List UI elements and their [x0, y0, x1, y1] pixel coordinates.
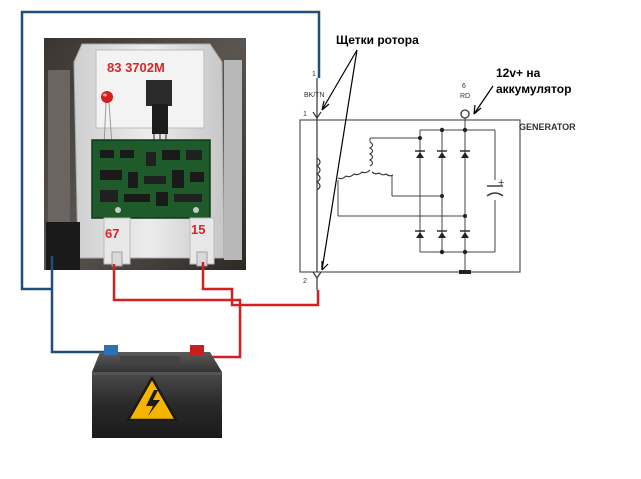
stator-coil-icon [368, 141, 374, 167]
pin1-number-lower: 1 [303, 111, 307, 118]
generator-box [299, 119, 521, 273]
diode-icon [438, 232, 446, 238]
pin2-number: 2 [303, 278, 307, 285]
red-wires [112, 262, 320, 359]
diode-icon [461, 152, 469, 158]
pin6-code: RD [460, 93, 470, 100]
battery-plus-label-line1: 12v+ на [496, 66, 541, 80]
pin1-number: 1 [312, 71, 316, 78]
blue-wires [20, 10, 321, 354]
regulator-model-label: 83 3702M [107, 60, 165, 75]
wire-15-to-rotor [201, 262, 320, 307]
high-voltage-warning-icon [126, 376, 178, 422]
diode-icon [416, 152, 424, 158]
diode-icon [416, 232, 424, 238]
wire-67-to-battery-plus [112, 264, 242, 359]
red-led-icon [101, 91, 113, 147]
generator-title: GENERATOR [519, 122, 576, 132]
wire-rotor-to-ground [20, 10, 321, 291]
battery-plus-terminal [190, 345, 204, 355]
rotor-coil-icon [315, 157, 321, 191]
pin1-code: BK/TN [304, 92, 325, 99]
diode-icon [461, 232, 469, 238]
generator-schematic [299, 78, 521, 290]
battery-icon [92, 345, 222, 438]
rectifier-diodes [415, 150, 470, 238]
regulator-photo [44, 38, 246, 270]
ground-icon [459, 270, 471, 274]
rotor-brushes-arrows [321, 49, 358, 271]
diode-icon [438, 152, 446, 158]
rotor-brushes-label: Щетки ротора [336, 33, 419, 47]
junction-dots [418, 127, 468, 255]
terminal-67-label: 67 [105, 226, 119, 241]
battery-plus-arrow [473, 85, 494, 115]
wire-ground-to-battery-minus [50, 256, 105, 354]
capacitor-plus-label: + [498, 177, 504, 189]
pin6-number: 6 [462, 83, 466, 90]
battery-minus-terminal [104, 345, 118, 355]
battery-plus-label-line2: аккумулятор [496, 82, 571, 96]
terminal-15-label: 15 [191, 222, 205, 237]
capacitor-icon [486, 185, 504, 197]
battery-terminal-icon [460, 109, 470, 119]
pcb-board-icon [91, 139, 211, 219]
